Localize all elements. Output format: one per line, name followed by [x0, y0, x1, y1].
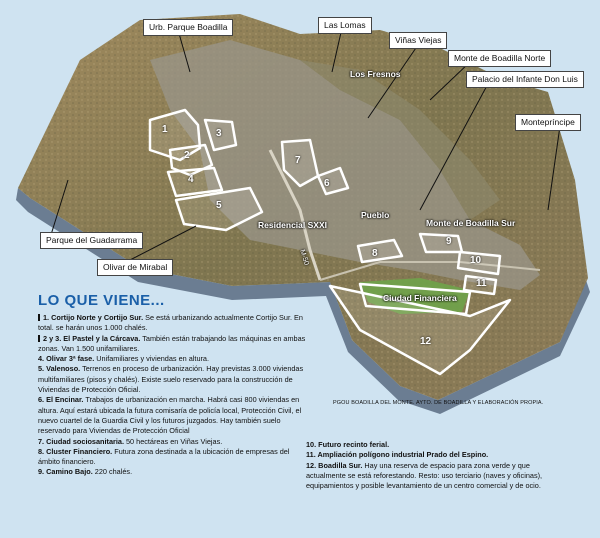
callout-urb-parque-boadilla: Urb. Parque Boadilla	[143, 19, 234, 36]
zone-number-9: 9	[446, 236, 452, 247]
callout-olivar-mirabal: Olivar de Mirabal	[97, 259, 174, 276]
zone-8-outline	[356, 238, 404, 264]
road-m50	[268, 149, 322, 281]
zone-12-outline	[328, 284, 512, 376]
callout-parque-guadarrama: Parque del Guadarrama	[40, 232, 144, 249]
legend-item-4: 5. Valenoso. Terrenos en proceso de urba…	[38, 364, 304, 395]
legend-item-6: 7. Ciudad sociosanitaria. 50 hectáreas e…	[38, 436, 223, 446]
legend-item-11: 11. Ampliación polígono industrial Prado…	[306, 450, 489, 460]
callout-monteprincipe: Montepríncipe	[515, 114, 581, 131]
zone-5-outline	[174, 186, 264, 232]
legend-item-2: 2 y 3. El Pastel y la Cárcava. También e…	[38, 333, 306, 353]
zone-number-8: 8	[372, 248, 378, 259]
zone-4-outline	[166, 166, 224, 198]
legend-list-left: 1. Cortijo Norte y Cortijo Sur. Se está …	[38, 313, 306, 478]
legend-item-8: 9. Camino Bajo. 220 chalés.	[38, 467, 133, 477]
map-label-pueblo: Pueblo	[361, 210, 390, 220]
zone-3-outline	[203, 118, 238, 152]
zone-7-outline	[280, 138, 320, 188]
callout-las-lomas: Las Lomas	[318, 17, 372, 34]
zone-number-2: 2	[184, 150, 190, 161]
callout-palacio-infante: Palacio del Infante Don Luis	[466, 71, 584, 88]
section-heading: LO QUE VIENE...	[38, 292, 165, 309]
zone-6-outline	[316, 166, 350, 196]
zone-financiera-outline	[358, 282, 472, 316]
legend-item-10: 10. Futuro recinto ferial.	[306, 440, 390, 449]
legend-item-5: 6. El Encinar. Trabajos de urbanización …	[38, 395, 302, 436]
legend-item-1: 1. Cortijo Norte y Cortijo Sur. Se está …	[38, 313, 303, 333]
zone-number-3: 3	[216, 128, 222, 139]
legend-item-3: 4. Olivar 3ª fase. Unifamiliares y vivie…	[38, 354, 210, 364]
zone-number-1: 1	[162, 124, 168, 135]
bullet-mark	[38, 314, 40, 321]
bullet-mark	[38, 334, 40, 342]
zone-number-6: 6	[324, 178, 330, 189]
zone-9-outline	[418, 232, 464, 254]
zone-number-4: 4	[188, 174, 194, 185]
zone-number-10: 10	[470, 255, 482, 266]
map-label-residencial: Residencial SXXI	[258, 220, 327, 230]
legend-item-7: 8. Cluster Financiero. Futura zona desti…	[38, 446, 290, 467]
map-label-monte-sur: Monte de Boadilla Sur	[426, 218, 516, 228]
callout-monte-boadilla-norte: Monte de Boadilla Norte	[448, 50, 552, 67]
map-label-ciudad-financiera: Ciudad Financiera	[383, 293, 457, 303]
legend-item-12: 12. Boadilla Sur. Hay una reserva de esp…	[306, 460, 543, 491]
map-label-los-fresnos: Los Fresnos	[350, 69, 401, 79]
zone-number-11: 11	[476, 278, 487, 289]
zone-number-12: 12	[420, 336, 432, 347]
zone-10-outline	[456, 250, 502, 276]
zone-number-7: 7	[295, 155, 301, 166]
urban-area	[150, 40, 540, 290]
zone-11-outline	[462, 274, 498, 296]
map-credit: PGOU BOADILLA DEL MONTE. AYTO. DE BOADIL…	[333, 400, 544, 406]
legend-list-right: 10. Futuro recinto ferial. 11. Ampliació…	[306, 440, 568, 491]
zone-number-5: 5	[216, 200, 222, 211]
callout-vinas-viejas: Viñas Viejas	[389, 32, 448, 49]
